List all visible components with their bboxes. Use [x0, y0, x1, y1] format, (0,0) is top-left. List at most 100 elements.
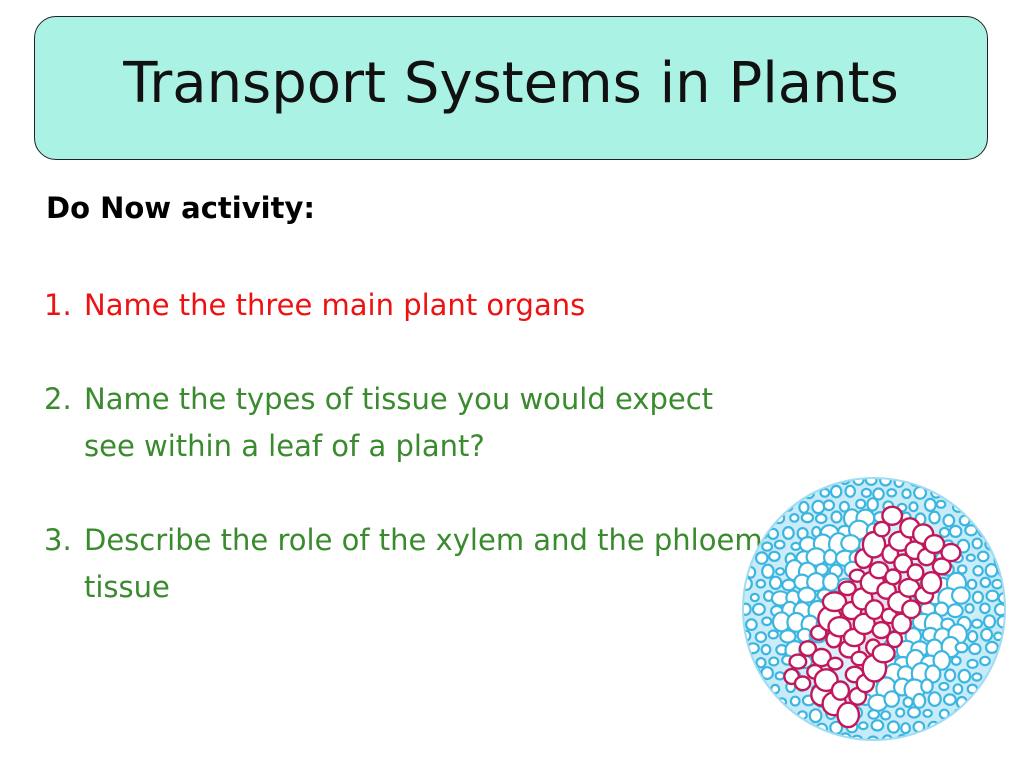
tissue-cell: [979, 576, 992, 589]
tissue-cell: [935, 499, 947, 509]
tissue-cell: [751, 602, 766, 616]
tissue-cell: [938, 681, 950, 692]
tissue-cell: [971, 590, 984, 605]
tissue-cell: [950, 655, 962, 666]
tissue-cell: [993, 602, 1005, 617]
question-list: 1. Name the three main plant organs 2. N…: [44, 282, 764, 658]
vascular-cell: [811, 647, 832, 668]
tissue-cell: [965, 553, 976, 563]
tissue-cell: [966, 578, 978, 590]
tissue-cell: [811, 499, 826, 515]
vascular-cell: [813, 668, 839, 693]
tissue-cell: [968, 642, 982, 656]
tissue-cell: [942, 513, 956, 528]
tissue-cell: [800, 512, 815, 524]
tissue-cell: [872, 487, 885, 501]
vascular-cell: [871, 643, 896, 664]
tissue-cell: [938, 526, 951, 538]
tissue-cell: [824, 478, 838, 485]
tissue-cell: [822, 499, 836, 512]
tissue-cell: [957, 668, 972, 684]
tissue-cell: [819, 487, 831, 498]
tissue-cell: [822, 572, 840, 592]
vascular-cell: [884, 568, 902, 586]
tissue-cell: [870, 719, 885, 732]
tissue-cell: [956, 564, 968, 575]
tissue-cell: [768, 656, 780, 667]
tissue-cell: [927, 691, 942, 708]
vascular-cell: [891, 612, 913, 635]
tissue-cell: [886, 488, 898, 498]
tissue-cell: [830, 510, 843, 524]
tissue-cell: [920, 678, 934, 694]
vascular-cell: [788, 653, 808, 670]
tissue-cell: [969, 695, 983, 709]
question-number: 2.: [44, 382, 72, 416]
tissue-cell: [823, 733, 836, 740]
tissue-cell: [928, 510, 941, 525]
tissue-cell: [767, 629, 779, 640]
tissue-cell: [946, 603, 964, 619]
tissue-cell: [838, 500, 850, 513]
tissue-cell: [971, 672, 983, 682]
title-box: Transport Systems in Plants: [34, 16, 988, 160]
tissue-cell: [814, 513, 828, 525]
vascular-cell: [901, 599, 922, 620]
tissue-cell: [754, 551, 769, 565]
question-item: 2. Name the types of tissue you would ex…: [44, 376, 764, 470]
tissue-cell: [906, 735, 921, 740]
tissue-cell: [767, 527, 780, 541]
tissue-cell: [808, 708, 823, 724]
tissue-cell: [855, 498, 867, 510]
vascular-cell: [864, 599, 885, 621]
tissue-cell: [886, 720, 901, 734]
tissue-cell: [768, 550, 781, 562]
tissue-cell: [760, 643, 772, 656]
tissue-cell: [858, 721, 869, 731]
tissue-cell: [971, 618, 984, 629]
tissue-cell: [954, 641, 969, 654]
vascular-cell: [798, 640, 818, 657]
tissue-cell: [789, 513, 800, 523]
tissue-cell: [852, 478, 865, 487]
tissue-cell: [790, 541, 802, 552]
tissue-cell: [782, 525, 795, 540]
tissue-cell: [823, 548, 838, 566]
question-number: 3.: [44, 523, 72, 557]
tissue-cell: [754, 631, 768, 644]
tissue-cell: [980, 627, 994, 642]
tissue-cell: [979, 602, 991, 615]
tissue-cell: [797, 586, 817, 604]
tissue-cell: [999, 643, 1005, 655]
tissue-cell: [984, 562, 999, 578]
tissue-cell: [761, 563, 775, 580]
question-text: Name the types of tissue you would expec…: [84, 382, 714, 463]
tissue-cell: [756, 525, 769, 540]
tissue-cell: [979, 655, 991, 667]
activity-heading: Do Now activity:: [46, 191, 315, 225]
tissue-cell: [901, 488, 912, 500]
tissue-cell: [840, 534, 861, 553]
vascular-cell: [920, 571, 943, 595]
tissue-cell: [908, 501, 919, 513]
tissue-cell: [744, 618, 758, 632]
tissue-cell: [789, 695, 801, 707]
question-text: Name the three main plant organs: [84, 288, 586, 322]
tissue-cell: [966, 630, 979, 644]
tissue-cell: [798, 500, 810, 514]
question-number: 1.: [44, 288, 72, 322]
tissue-cell: [760, 666, 774, 681]
tissue-cell: [922, 708, 933, 718]
tissue-cell: [950, 586, 971, 605]
plant-tissue-micrograph-image: [742, 477, 1006, 741]
tissue-cell: [755, 578, 767, 589]
question-item: 3. Describe the role of the xylem and th…: [44, 517, 764, 611]
tissue-cell: [944, 668, 957, 683]
tissue-cell: [743, 657, 751, 669]
vascular-cell: [881, 505, 904, 526]
vascular-cell: [793, 675, 812, 692]
tissue-cell: [984, 640, 999, 654]
tissue-cell: [761, 616, 773, 627]
tissue-cell: [966, 658, 979, 669]
